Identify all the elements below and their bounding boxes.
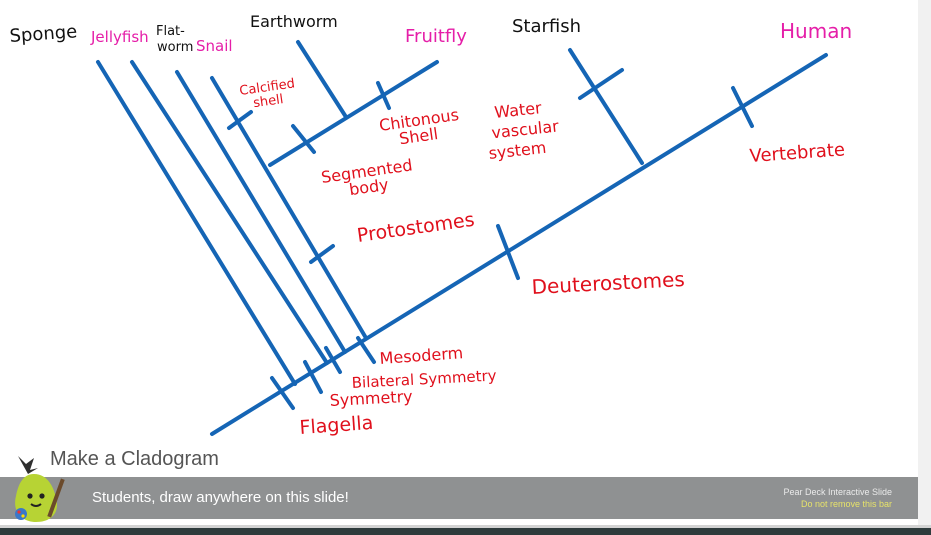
trait-label-calcified-shell: Calcified shell: [238, 76, 301, 113]
tick-protostomes: [309, 244, 335, 264]
taxon-label-sponge: Sponge: [9, 21, 78, 47]
calcified-line-2: shell: [252, 92, 284, 111]
vertical-scrollbar[interactable]: [918, 0, 931, 525]
trait-label-deuterostomes: Deuterostomes: [531, 267, 685, 299]
tick-vertebrate: [731, 86, 754, 128]
taxon-label-earthworm: Earthworm: [250, 12, 338, 31]
trait-label-water-vascular: Water vascular system: [483, 96, 566, 163]
taxon-label-flatworm: Flat- worm: [156, 24, 193, 55]
trait-label-flagella: Flagella: [299, 412, 374, 439]
cladogram-diagram: Sponge Jellyfish Flat- worm Snail Earthw…: [9, 12, 852, 439]
flatworm-line-2: worm: [157, 40, 193, 55]
tick-bilateral: [324, 346, 342, 374]
trait-label-chitonous-shell: Chitonous Shell: [378, 104, 467, 151]
tick-flagella: [270, 376, 295, 410]
cladogram-main-branch: [210, 53, 828, 436]
tick-chitonous-shell: [376, 81, 391, 110]
pear-mascot-icon: [15, 456, 65, 522]
tick-segmented-body: [291, 124, 316, 154]
trait-label-segmented-body: Segmented body: [320, 155, 421, 203]
taxon-label-human: Human: [780, 19, 852, 43]
tick-mesoderm: [356, 336, 376, 364]
chitonous-line-2: Shell: [398, 124, 439, 148]
segmented-line-2: body: [348, 175, 390, 199]
trait-label-protostomes: Protostomes: [356, 209, 476, 247]
branch-sponge: [96, 60, 297, 386]
branch-flatworm: [175, 70, 347, 354]
pear-deck-brand: Pear Deck Interactive Slide Do not remov…: [783, 486, 892, 510]
taxon-label-jellyfish: Jellyfish: [90, 28, 149, 46]
bottom-strip: [0, 525, 931, 535]
pear-deck-notice: Do not remove this bar: [800, 499, 892, 509]
taxon-label-snail: Snail: [196, 37, 233, 55]
pear-deck-bar: [0, 477, 918, 519]
tick-calcified-shell: [227, 110, 253, 130]
branch-jellyfish: [130, 60, 329, 365]
slide-title: Make a Cladogram: [50, 448, 219, 470]
trait-label-mesoderm: Mesoderm: [379, 343, 464, 368]
flatworm-line-1: Flat-: [156, 24, 185, 39]
taxon-label-starfish: Starfish: [512, 16, 581, 37]
branch-earthworm: [296, 40, 348, 119]
bottom-strip-accent: [0, 525, 931, 528]
water-line-1: Water: [493, 98, 542, 122]
trait-label-vertebrate: Vertebrate: [749, 139, 846, 167]
trait-label-symmetry: Symmetry: [329, 387, 413, 410]
pear-deck-brand-label: Pear Deck Interactive Slide: [783, 487, 892, 497]
branch-snail: [210, 76, 368, 340]
pear-deck-prompt: Students, draw anywhere on this slide!: [92, 489, 349, 506]
taxon-label-fruitfly: Fruitfly: [405, 26, 467, 47]
tick-water-vascular: [578, 68, 624, 100]
tick-deuterostomes: [496, 224, 520, 280]
slide-canvas[interactable]: Sponge Jellyfish Flat- worm Snail Earthw…: [0, 0, 918, 525]
branch-starfish: [568, 48, 644, 165]
tick-symmetry: [303, 360, 323, 394]
branch-protostome-stem: [268, 60, 439, 167]
